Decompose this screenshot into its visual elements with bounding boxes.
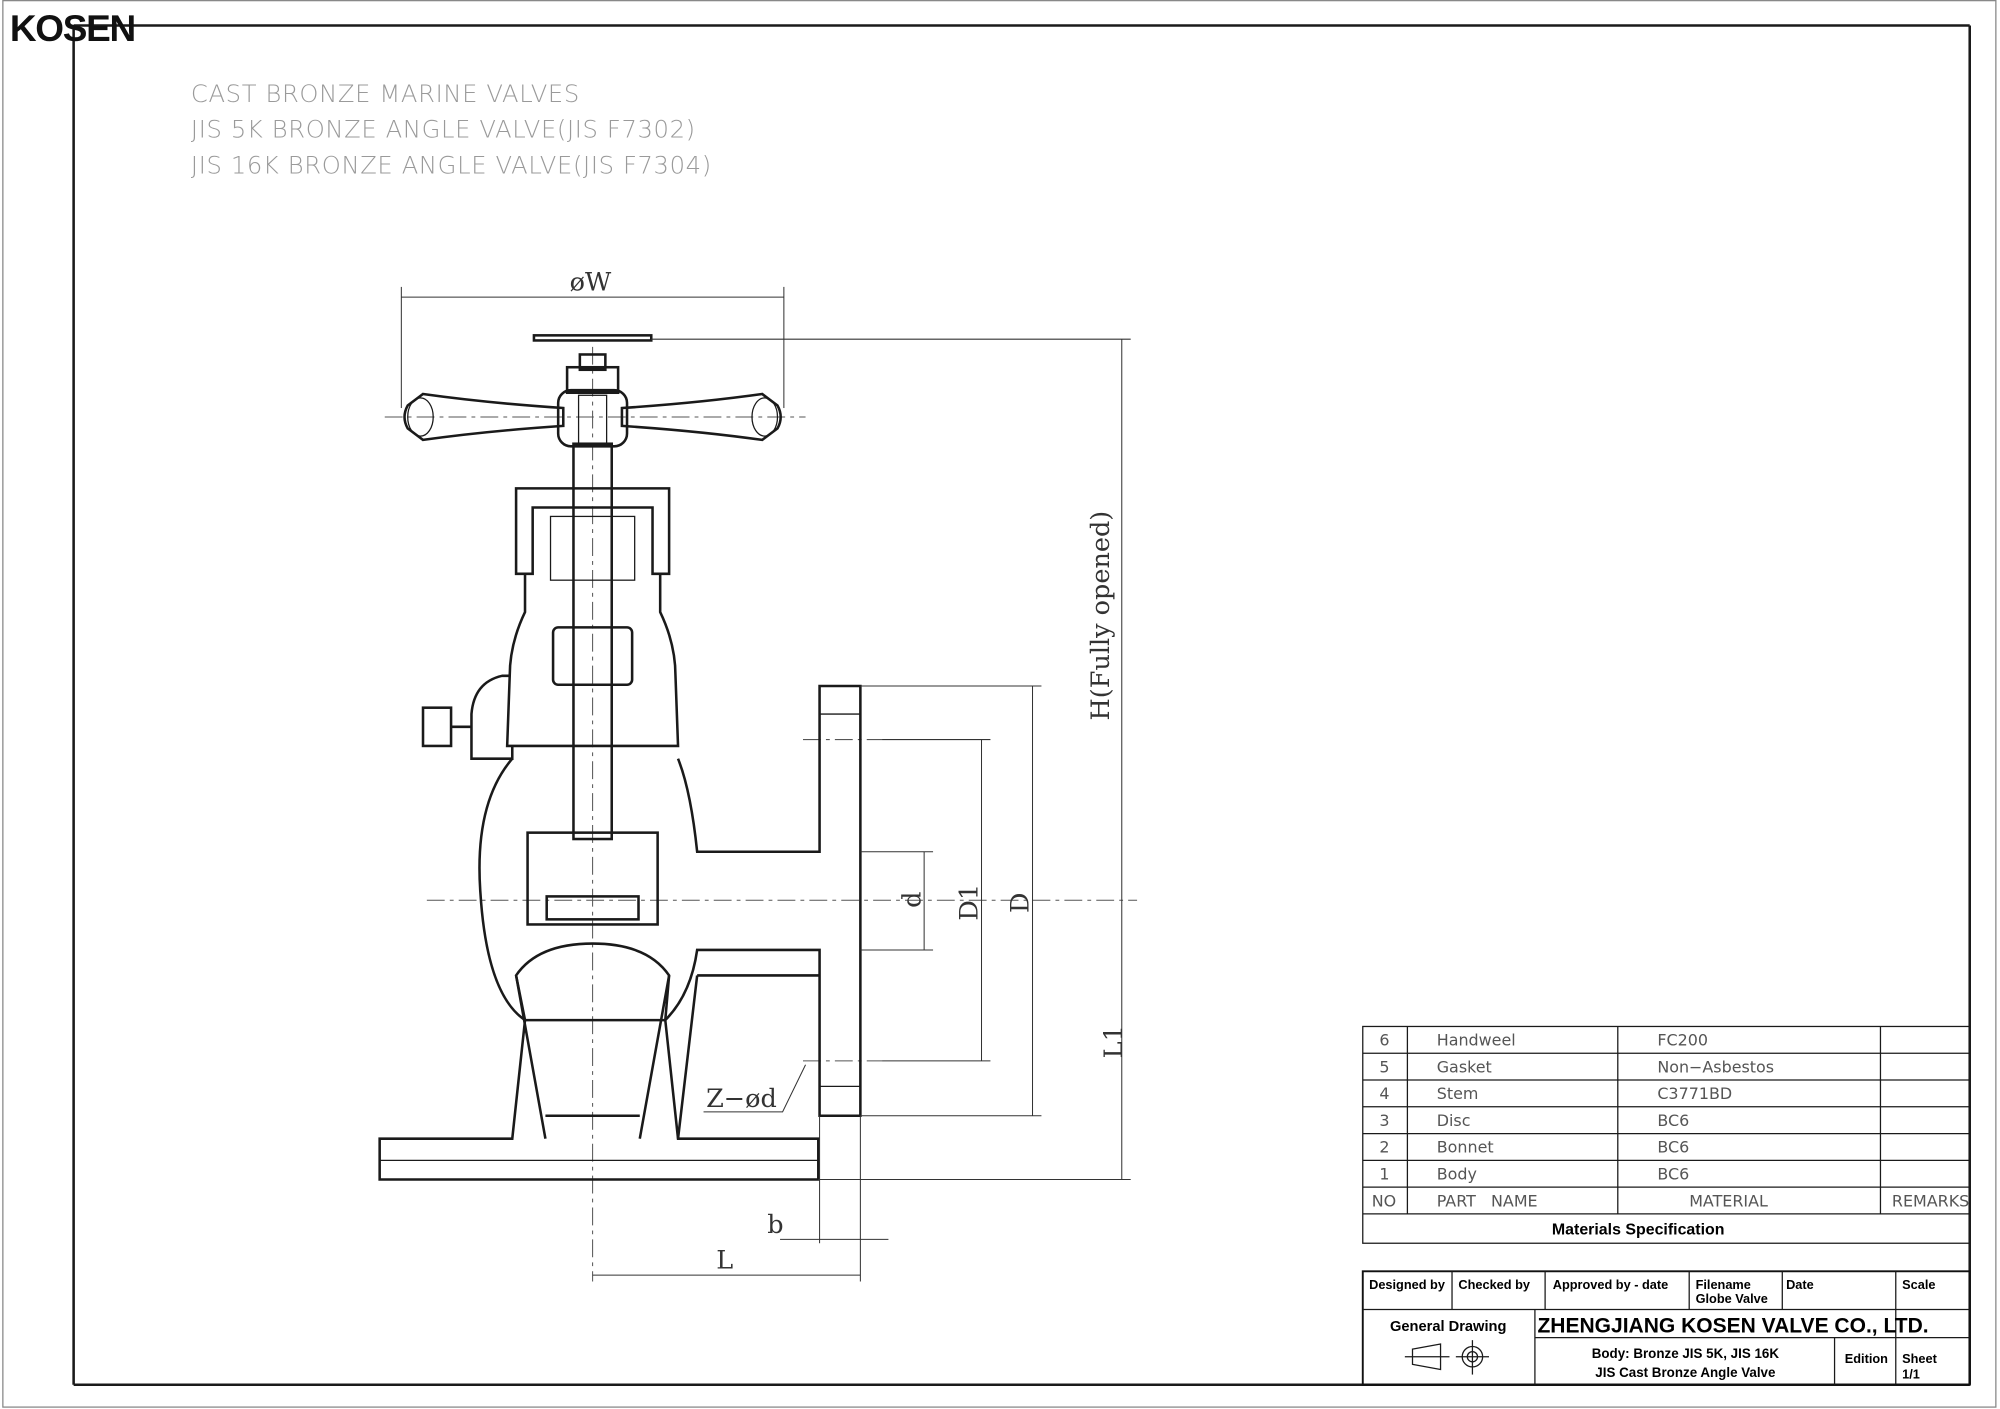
svg-text:FC200: FC200 [1657, 1031, 1708, 1050]
title-block: Designed by Checked by Approved by - dat… [1361, 1270, 1971, 1386]
table-row: 1 Body BC6 [1379, 1164, 1689, 1183]
company-name: ZHENGJIANG KOSEN VALVE CO., LTD. [1537, 1314, 1928, 1337]
dimension-lines: øW H(Fully opened) L1 D D1 d L b Z−ød [400, 268, 1131, 1282]
svg-text:Body: Bronze JIS 5K, JIS 16K: Body: Bronze JIS 5K, JIS 16K [1592, 1346, 1780, 1361]
table-row: 6 Handweel FC200 [1379, 1031, 1708, 1050]
svg-text:REMARKS: REMARKS [1892, 1191, 1969, 1210]
svg-text:Globe Valve: Globe Valve [1696, 1291, 1768, 1306]
dim-d1: D1 [955, 884, 985, 921]
title-line-1: CAST BRONZE MARINE VALVES [191, 80, 580, 108]
dim-l: L [716, 1246, 733, 1276]
table-row: 4 Stem C3771BD [1379, 1084, 1732, 1103]
table-row: 2 Bonnet BC6 [1379, 1138, 1689, 1157]
dim-d-inner: d [897, 892, 927, 908]
svg-text:Disc: Disc [1437, 1111, 1471, 1130]
svg-text:Approved by - date: Approved by - date [1553, 1277, 1668, 1292]
title-line-3: JIS 16K BRONZE ANGLE VALVE(JIS F7304) [191, 151, 712, 179]
svg-text:PART NAME: PART NAME [1437, 1191, 1538, 1210]
svg-text:Scale: Scale [1902, 1277, 1935, 1292]
dim-l1: L1 [1099, 1025, 1129, 1058]
drawing-titles: CAST BRONZE MARINE VALVES JIS 5K BRONZE … [191, 80, 712, 179]
table-caption: Materials Specification [1552, 1221, 1725, 1238]
dim-b: b [767, 1210, 783, 1240]
svg-text:MATERIAL: MATERIAL [1689, 1191, 1768, 1210]
svg-text:Filename: Filename [1696, 1277, 1751, 1292]
dim-d-outer: D [1006, 893, 1036, 913]
svg-text:NO: NO [1372, 1191, 1396, 1210]
svg-text:Edition: Edition [1845, 1351, 1888, 1366]
table-header: NO PART NAME MATERIAL REMARKS [1372, 1191, 1970, 1210]
svg-text:2: 2 [1379, 1138, 1389, 1157]
svg-text:Date: Date [1786, 1277, 1814, 1292]
materials-table: 6 Handweel FC200 5 Gasket Non−Asbestos 4 Stem… [1362, 1025, 1971, 1244]
svg-text:Designed by: Designed by [1369, 1277, 1446, 1292]
projection-symbol-icon [1404, 1340, 1490, 1375]
svg-text:Stem: Stem [1437, 1084, 1479, 1103]
svg-text:Gasket: Gasket [1437, 1057, 1492, 1076]
table-row: 5 Gasket Non−Asbestos [1379, 1057, 1774, 1076]
angle-valve-drawing [378, 334, 1138, 1282]
kosen-logo: KOSEN [10, 8, 135, 49]
svg-text:6: 6 [1379, 1031, 1389, 1050]
general-drawing-label: General Drawing [1390, 1319, 1506, 1335]
svg-text:3: 3 [1379, 1111, 1389, 1130]
svg-text:Checked by: Checked by [1458, 1277, 1530, 1292]
svg-text:Sheet: Sheet [1902, 1351, 1937, 1366]
svg-text:Body: Body [1437, 1164, 1477, 1183]
svg-text:C3771BD: C3771BD [1657, 1084, 1732, 1103]
dim-w: øW [570, 268, 612, 298]
dim-z-od: Z−ød [706, 1084, 777, 1114]
svg-text:1: 1 [1379, 1164, 1389, 1183]
svg-text:Bonnet: Bonnet [1437, 1138, 1494, 1157]
svg-text:Handweel: Handweel [1437, 1031, 1516, 1050]
dim-h: H(Fully opened) [1086, 511, 1116, 721]
title-line-2: JIS 5K BRONZE ANGLE VALVE(JIS F7302) [191, 116, 696, 144]
svg-text:BC6: BC6 [1657, 1164, 1689, 1183]
svg-text:BC6: BC6 [1657, 1111, 1689, 1130]
svg-text:4: 4 [1379, 1084, 1389, 1103]
table-row: 3 Disc BC6 [1379, 1111, 1689, 1130]
svg-text:BC6: BC6 [1657, 1138, 1689, 1157]
svg-text:5: 5 [1379, 1057, 1389, 1076]
svg-text:1/1: 1/1 [1902, 1366, 1920, 1381]
svg-text:Non−Asbestos: Non−Asbestos [1657, 1057, 1774, 1076]
svg-text:JIS Cast Bronze Angle Valve: JIS Cast Bronze Angle Valve [1595, 1365, 1775, 1380]
